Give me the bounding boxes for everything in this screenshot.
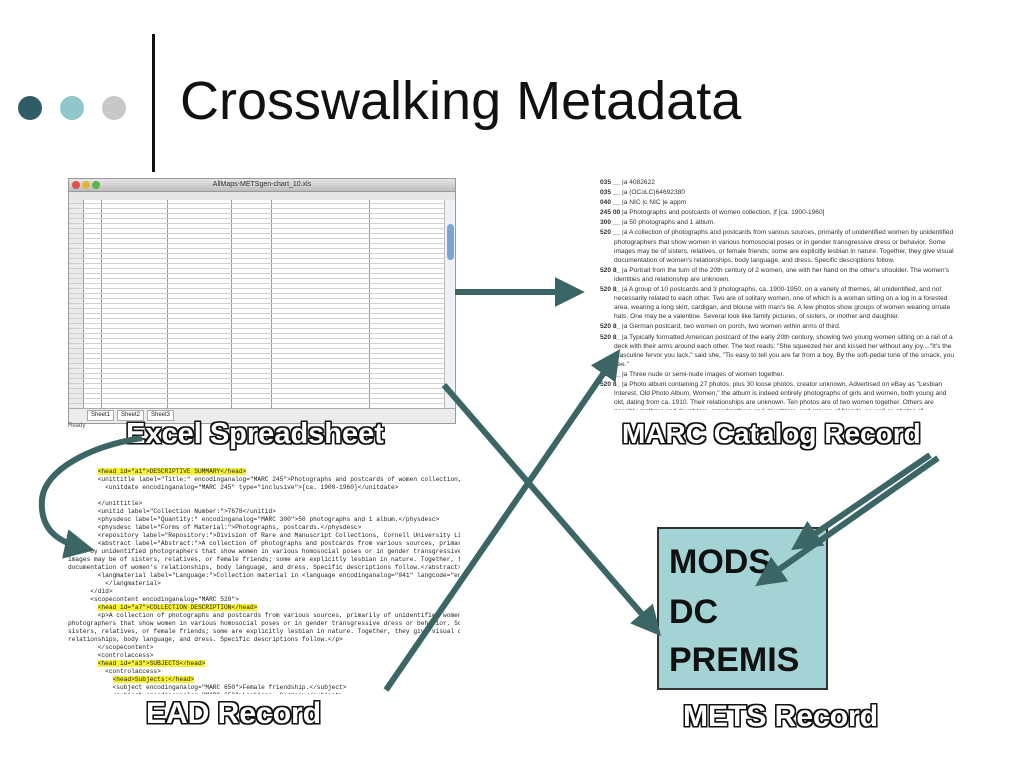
marc-field-line: 520 8_ |a Portrait from the turn of the … — [600, 266, 955, 284]
ead-code-line: documentation of women's relationships, … — [68, 564, 460, 571]
marc-field-tag: 035 __ — [600, 179, 621, 186]
marc-field-value: |a Portrait from the turn of the 20th ce… — [614, 266, 950, 283]
ead-code-line: </did> — [68, 588, 113, 595]
marc-field-value: |a Typically formatted American postcard… — [614, 333, 955, 368]
excel-window-title: AllMaps-METSgen-chart_10.xls — [212, 181, 312, 188]
ead-code-line: <controlaccess> — [68, 668, 161, 675]
ead-code-line: <unitid label="Collection Number:">7678<… — [68, 508, 276, 515]
ead-code-line: <abstract label="Abstract:">A collection… — [97, 540, 460, 547]
marc-field-value: |a Photographs and postcards of women co… — [622, 209, 825, 217]
accent-dot-teal — [60, 96, 84, 120]
ead-code-line: photographers that show women in various… — [68, 620, 460, 627]
ead-code-line: relationships, body language, and dress.… — [68, 636, 343, 643]
ead-code-line — [68, 492, 460, 500]
ead-code-line: <p>A collection of photographs and postc… — [97, 612, 460, 619]
label-excel-spreadsheet: Excel Spreadsheet — [126, 418, 384, 450]
marc-field-tag: 520 8_ — [600, 370, 621, 378]
ead-code-line: </unittitle> — [68, 500, 143, 507]
ead-code-line: <scopecontent encodinganalog="MARC 520"> — [68, 596, 239, 603]
marc-field-value: |a Three nude or semi-nude images of wom… — [622, 370, 785, 378]
marc-field-line: 520 8_ |a German postcard, two women on … — [600, 322, 955, 331]
ead-highlight: <head id="a7">COLLECTION DESCRIPTION</he… — [97, 604, 258, 611]
sheet-tab-1: Sheet1 — [87, 410, 115, 421]
marc-field-tag: 520 8_ — [600, 323, 621, 331]
marc-field-tag: 520 8_ — [600, 266, 621, 274]
sheet-tab-3: Sheet3 — [147, 410, 175, 421]
excel-spreadsheet-thumbnail: AllMaps-METSgen-chart_10.xls Sheet1 Shee… — [68, 178, 456, 424]
slide-title: Crosswalking Metadata — [180, 71, 742, 131]
ead-record-text: <head id="a1">DESCRIPTIVE SUMMARY</head>… — [68, 468, 460, 694]
excel-scrollbar — [444, 200, 455, 409]
marc-field-value: |a (OCoLC)64692380 — [622, 189, 685, 197]
ead-code-line: </scopecontent> — [68, 644, 154, 651]
close-light-icon — [72, 181, 80, 189]
zoom-light-icon — [92, 181, 100, 189]
excel-cell-grid — [69, 200, 445, 409]
ead-code-line: <unittitle label="Title:" encodinganalog… — [68, 476, 460, 483]
title-divider — [152, 34, 155, 172]
marc-field-tag: 520 8_ — [600, 380, 621, 388]
ead-highlight: <head id="a3">SUBJECTS</head> — [97, 660, 206, 667]
marc-field-tag: 520 8_ — [600, 333, 621, 341]
marc-field-line: 035 __ |a (OCoLC)64692380 — [600, 188, 955, 197]
marc-field-value: |a A group of 10 postcards and 3 photogr… — [614, 286, 951, 321]
ead-code-line: </langmaterial> — [68, 580, 161, 587]
excel-titlebar: AllMaps-METSgen-chart_10.xls — [69, 179, 455, 192]
mets-item-premis: PREMIS — [669, 641, 800, 679]
label-marc-catalog-record: MARC Catalog Record — [622, 418, 921, 449]
marc-field-value: |a NIC |c NIC |e appm — [622, 199, 687, 207]
mets-record-box: MODS DC PREMIS — [657, 527, 828, 690]
marc-field-line: 300 __ |a 50 photographs and 1 album. — [600, 218, 955, 227]
marc-field-line: 040 __ |a NIC |c NIC |e appm — [600, 198, 955, 207]
marc-field-tag: 035 __ — [600, 189, 621, 197]
marc-field-value: |a German postcard, two women on porch, … — [622, 323, 841, 331]
marc-field-tag: 520 8_ — [600, 286, 621, 294]
ead-code-line: <subject encodinganalog="MARC 650">Lesbi… — [68, 692, 460, 694]
mets-item-dc: DC — [669, 593, 719, 631]
ead-code-line: <physdesc label="Quantity:" encodinganal… — [68, 516, 440, 523]
marc-field-line: 520 8_ |a A group of 10 postcards and 3 … — [600, 285, 955, 321]
marc-field-value: |a A collection of photographs and postc… — [614, 229, 954, 264]
marc-field-tag: 300 __ — [600, 219, 621, 227]
marc-field-line: 520 __ |a A collection of photographs an… — [600, 228, 955, 264]
ead-code-line: sisters, relatives, or female friends; s… — [68, 628, 460, 635]
ead-code-line: women by unidentified photographers that… — [68, 548, 460, 555]
excel-scrollbar-thumb — [447, 224, 454, 260]
ead-code-line: <head id="a1">DESCRIPTIVE SUMMARY</head> — [68, 468, 460, 476]
marc-field-line: 520 8_ |a Three nude or semi-nude images… — [600, 370, 955, 379]
ead-code-line: images may be of sisters, relatives, or … — [68, 556, 460, 563]
label-ead-record: EAD Record — [146, 697, 322, 730]
excel-status-text: Ready — [68, 423, 86, 429]
minimize-light-icon — [82, 181, 90, 189]
ead-code-line: <subject encodinganalog="MARC 650">Femal… — [68, 684, 347, 691]
marc-field-line: 035 __ |a 4082622 — [600, 178, 955, 187]
ead-highlight: <head id="a1">DESCRIPTIVE SUMMARY</head> — [97, 468, 247, 475]
ead-code-line: <head id="a7">COLLECTION DESCRIPTION</he… — [68, 604, 460, 612]
marc-field-line: 520 8_ |a Photo album containing 27 phot… — [600, 380, 955, 410]
marc-field-line: 520 8_ |a Typically formatted American p… — [600, 333, 955, 369]
marc-field-tag: 040 __ — [600, 199, 621, 207]
marc-field-value: |a 4082622 — [622, 179, 655, 186]
ead-code-line: <physdesc label="Forms of Material:">Pho… — [68, 524, 362, 531]
mets-item-mods: MODS — [669, 543, 771, 581]
ead-code-line: <controlaccess> — [68, 652, 154, 659]
marc-field-line: 245 00 |a Photographs and postcards of w… — [600, 208, 955, 217]
marc-field-value: |a Photo album containing 27 photos, plu… — [614, 380, 947, 410]
accent-dot-gray — [102, 96, 126, 120]
marc-field-tag: 520 __ — [600, 229, 621, 237]
ead-code-line: <head>Subjects:</head> — [68, 676, 460, 684]
accent-dot-dark — [18, 96, 42, 120]
sheet-tab-2: Sheet2 — [117, 410, 145, 421]
marc-field-tag: 245 00 — [600, 209, 621, 217]
ead-code-line: <langmaterial label="Language:">Collecti… — [97, 572, 460, 579]
label-mets-record: METS Record — [683, 700, 879, 733]
marc-field-value: |a 50 photographs and 1 album. — [622, 219, 716, 227]
ead-code-line: <repository label="Repository:">Division… — [97, 532, 460, 539]
ead-code-line: <unitdate encodinganalog="MARC 245" type… — [68, 484, 399, 491]
excel-sheet-tabs: Sheet1 Sheet2 Sheet3 — [69, 408, 455, 423]
ead-code-line: <head id="a3">SUBJECTS</head> — [68, 660, 460, 668]
ead-highlight: <head>Subjects:</head> — [112, 676, 195, 683]
